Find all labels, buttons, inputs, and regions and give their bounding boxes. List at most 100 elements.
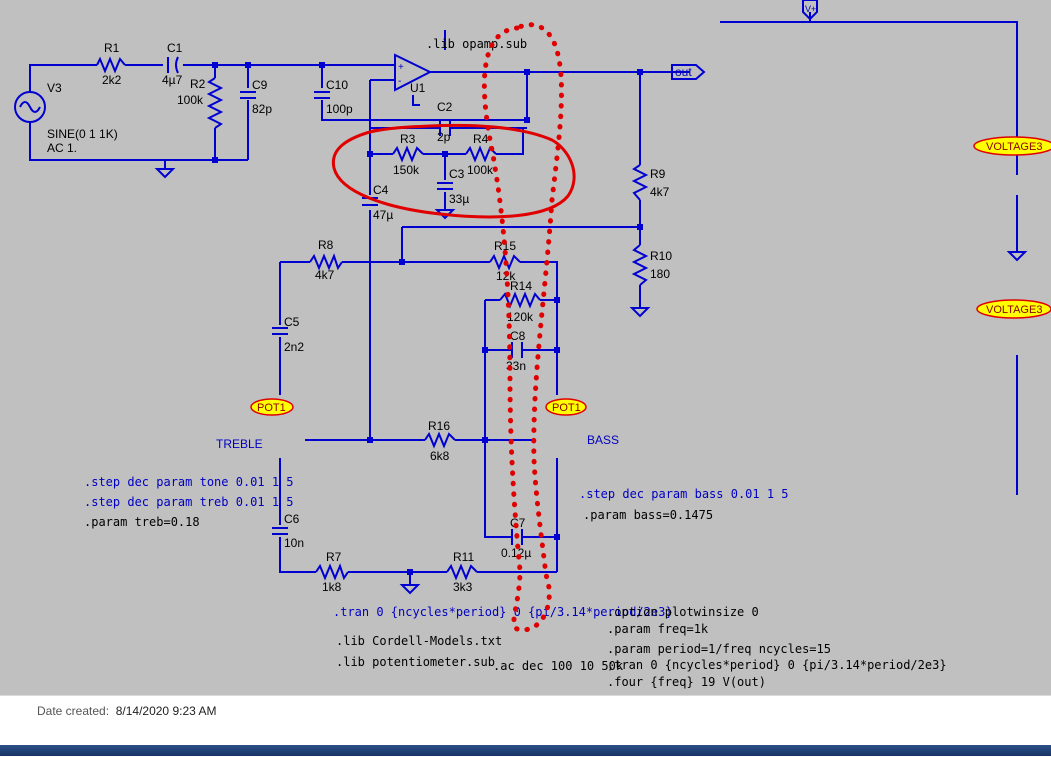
- flag-voltage3-top[interactable]: VOLTAGE3: [973, 136, 1051, 156]
- directive-param-freq[interactable]: .param freq=1k: [607, 622, 709, 636]
- v3-ac: AC 1.: [47, 141, 77, 155]
- wires: [29, 12, 1018, 585]
- directive-lib-cordell[interactable]: .lib Cordell-Models.txt: [336, 634, 502, 648]
- r9-value: 4k7: [650, 185, 670, 199]
- capacitor-c10[interactable]: C10 100p: [314, 78, 353, 116]
- ground-symbols: [154, 160, 1028, 595]
- c2-name: C2: [437, 100, 453, 114]
- c9-value: 82p: [252, 102, 272, 116]
- ground-icon: [154, 168, 176, 179]
- resistor-r3[interactable]: R3 150k: [392, 132, 424, 177]
- c5-name: C5: [284, 315, 300, 329]
- c4-value: 47µ: [373, 208, 393, 222]
- directive-ac[interactable]: .ac dec 100 10 50k: [493, 659, 624, 673]
- directive-step-treb[interactable]: .step dec param treb 0.01 1 5: [84, 495, 294, 509]
- directive-lib-opamp[interactable]: .lib opamp.sub: [426, 37, 527, 51]
- r7-name: R7: [326, 550, 342, 564]
- r2-value: 100k: [177, 93, 204, 107]
- c7-value: 0.12µ: [501, 546, 531, 560]
- flag-pot1-right-label: POT1: [552, 402, 581, 414]
- resistor-r9[interactable]: R9 4k7: [631, 164, 670, 201]
- c7-name: C7: [510, 516, 526, 530]
- c10-value: 100p: [326, 102, 353, 116]
- net-out[interactable]: out: [671, 64, 706, 80]
- schematic-canvas[interactable]: V3 SINE(0 1 1K) AC 1. R1 2k2 C1 4µ7 R2 1…: [0, 0, 1051, 695]
- date-created: Date created: 8/14/2020 9:23 AM: [37, 704, 216, 718]
- capacitor-c9[interactable]: C9 82p: [240, 78, 272, 116]
- r1-value: 2k2: [102, 73, 122, 87]
- r4-name: R4: [473, 132, 489, 146]
- directive-tran[interactable]: .tran 0 {ncycles*period} 0 {pi/3.14*peri…: [333, 605, 673, 619]
- flag-voltage3-bottom[interactable]: VOLTAGE3: [976, 299, 1051, 319]
- resistor-r2[interactable]: R2 100k: [177, 77, 224, 129]
- directive-step-bass[interactable]: .step dec param bass 0.01 1 5: [579, 487, 789, 501]
- directive-param-treb[interactable]: .param treb=0.18: [84, 515, 200, 529]
- net-bass-label: BASS: [587, 433, 619, 447]
- svg-text:-: -: [398, 76, 401, 87]
- c4-name: C4: [373, 183, 389, 197]
- source-v3[interactable]: V3 SINE(0 1 1K) AC 1.: [14, 81, 118, 155]
- net-vplus-label: V+: [805, 4, 816, 14]
- c6-value: 10n: [284, 536, 304, 550]
- net-vplus[interactable]: V+: [802, 0, 818, 21]
- directive-tran-comment[interactable]: ;tran 0 {ncycles*period} 0 {pi/3.14*peri…: [607, 658, 947, 672]
- directive-option[interactable]: .option plotwinsize 0: [607, 605, 759, 619]
- ground-icon: [1006, 251, 1028, 262]
- c1-value: 4µ7: [162, 73, 183, 87]
- capacitor-c1[interactable]: C1 4µ7: [162, 41, 183, 87]
- c2-value: 2p: [437, 130, 451, 144]
- directive-param-bass[interactable]: .param bass=0.1475: [583, 508, 713, 522]
- r8-value: 4k7: [315, 268, 335, 282]
- r2-name: R2: [190, 77, 206, 91]
- directive-four[interactable]: .four {freq} 19 V(out): [607, 675, 766, 689]
- directive-step-tone[interactable]: .step dec param tone 0.01 1 5: [84, 475, 294, 489]
- resistor-r11[interactable]: R11 3k3: [446, 550, 478, 594]
- c8-name: C8: [510, 329, 526, 343]
- net-treble-label: TREBLE: [216, 437, 263, 451]
- flag-pot1-left-label: POT1: [257, 402, 286, 414]
- v3-name: V3: [47, 81, 62, 95]
- r11-value: 3k3: [453, 580, 473, 594]
- junction-dots: [212, 62, 643, 575]
- red-annotations: [331, 22, 576, 633]
- r10-value: 180: [650, 267, 670, 281]
- resistor-r8[interactable]: R8 4k7: [309, 238, 343, 282]
- r16-name: R16: [428, 419, 450, 433]
- net-out-label: out: [675, 65, 692, 79]
- r1-name: R1: [104, 41, 120, 55]
- r3-name: R3: [400, 132, 416, 146]
- r3-value: 150k: [393, 163, 420, 177]
- resistor-r14[interactable]: R14 120k: [499, 279, 541, 324]
- resistor-r1[interactable]: R1 2k2: [96, 41, 126, 87]
- directive-lib-potentiometer[interactable]: .lib potentiometer.sub: [336, 655, 495, 669]
- capacitor-c2[interactable]: C2 2p: [437, 100, 453, 144]
- ground-icon: [399, 584, 421, 595]
- r9-name: R9: [650, 167, 666, 181]
- svg-text:+: +: [398, 62, 404, 73]
- flag-voltage3-top-label: VOLTAGE3: [986, 141, 1042, 153]
- c6-name: C6: [284, 512, 300, 526]
- directive-param-period[interactable]: .param period=1/freq ncycles=15: [607, 642, 831, 656]
- taskbar: [0, 745, 1051, 756]
- date-created-value: 8/14/2020 9:23 AM: [115, 704, 217, 718]
- resistor-r7[interactable]: R7 1k8: [315, 550, 349, 594]
- opamp-u1[interactable]: + - U1: [394, 53, 433, 95]
- flag-pot1-right[interactable]: POT1: [545, 398, 587, 416]
- c3-name: C3: [449, 167, 465, 181]
- capacitor-c3[interactable]: C3 33µ: [437, 167, 469, 206]
- c5-value: 2n2: [284, 340, 304, 354]
- flag-pot1-left[interactable]: POT1: [250, 398, 294, 416]
- c3-value: 33µ: [449, 192, 469, 206]
- ground-icon: [629, 307, 651, 318]
- resistor-r10[interactable]: R10 180: [631, 244, 672, 286]
- capacitor-c5[interactable]: C5 2n2: [272, 315, 304, 354]
- r16-value: 6k8: [430, 449, 450, 463]
- resistor-r16[interactable]: R16 6k8: [424, 419, 456, 463]
- r10-name: R10: [650, 249, 672, 263]
- u1-name: U1: [410, 81, 426, 95]
- r4-value: 100k: [467, 163, 494, 177]
- c1-name: C1: [167, 41, 183, 55]
- capacitor-c6[interactable]: C6 10n: [272, 512, 304, 550]
- r14-name: R14: [510, 279, 532, 293]
- c9-name: C9: [252, 78, 268, 92]
